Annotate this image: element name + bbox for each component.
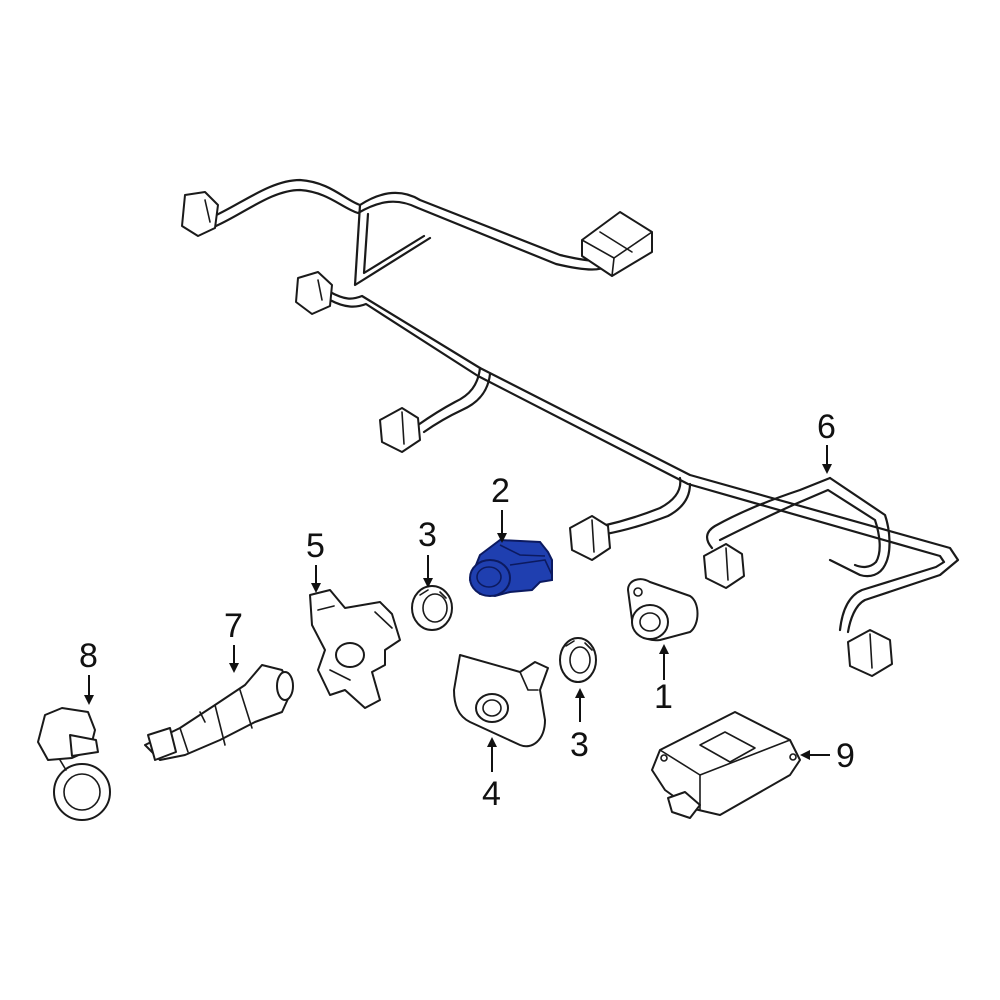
harness-connector-block	[581, 211, 653, 277]
callout-7: 7	[224, 607, 243, 645]
callout-6: 6	[817, 408, 836, 446]
mounting-bracket-part-5[interactable]	[309, 589, 401, 709]
harness-connector-top-left	[181, 191, 219, 237]
retaining-ring-lower[interactable]	[559, 637, 597, 683]
retaining-ring-upper[interactable]	[411, 585, 453, 631]
harness-connector-center-left	[379, 407, 421, 453]
callout-3-upper: 3	[418, 516, 437, 554]
callout-arrows	[84, 445, 832, 772]
sensor-part-7[interactable]	[144, 664, 294, 761]
holder-part-8[interactable]	[37, 707, 111, 821]
callout-1: 1	[654, 678, 673, 716]
parking-sensor-highlighted[interactable]	[468, 538, 553, 598]
callout-5: 5	[306, 527, 325, 565]
sensor-bracket-part-4[interactable]	[453, 654, 549, 748]
callout-9: 9	[836, 737, 855, 775]
harness-connector-mid-left	[295, 271, 333, 315]
callout-4: 4	[482, 775, 501, 813]
callout-8: 8	[79, 637, 98, 675]
harness-connector-right	[703, 543, 745, 589]
harness-connector-center	[569, 515, 611, 561]
callout-2: 2	[491, 472, 510, 510]
callout-3-lower: 3	[570, 726, 589, 764]
harness-connector-bottom-right	[847, 629, 893, 677]
control-module-part-9[interactable]	[651, 711, 801, 819]
sensor-part-1[interactable]	[627, 578, 699, 642]
wiring-harness[interactable]	[181, 178, 960, 677]
